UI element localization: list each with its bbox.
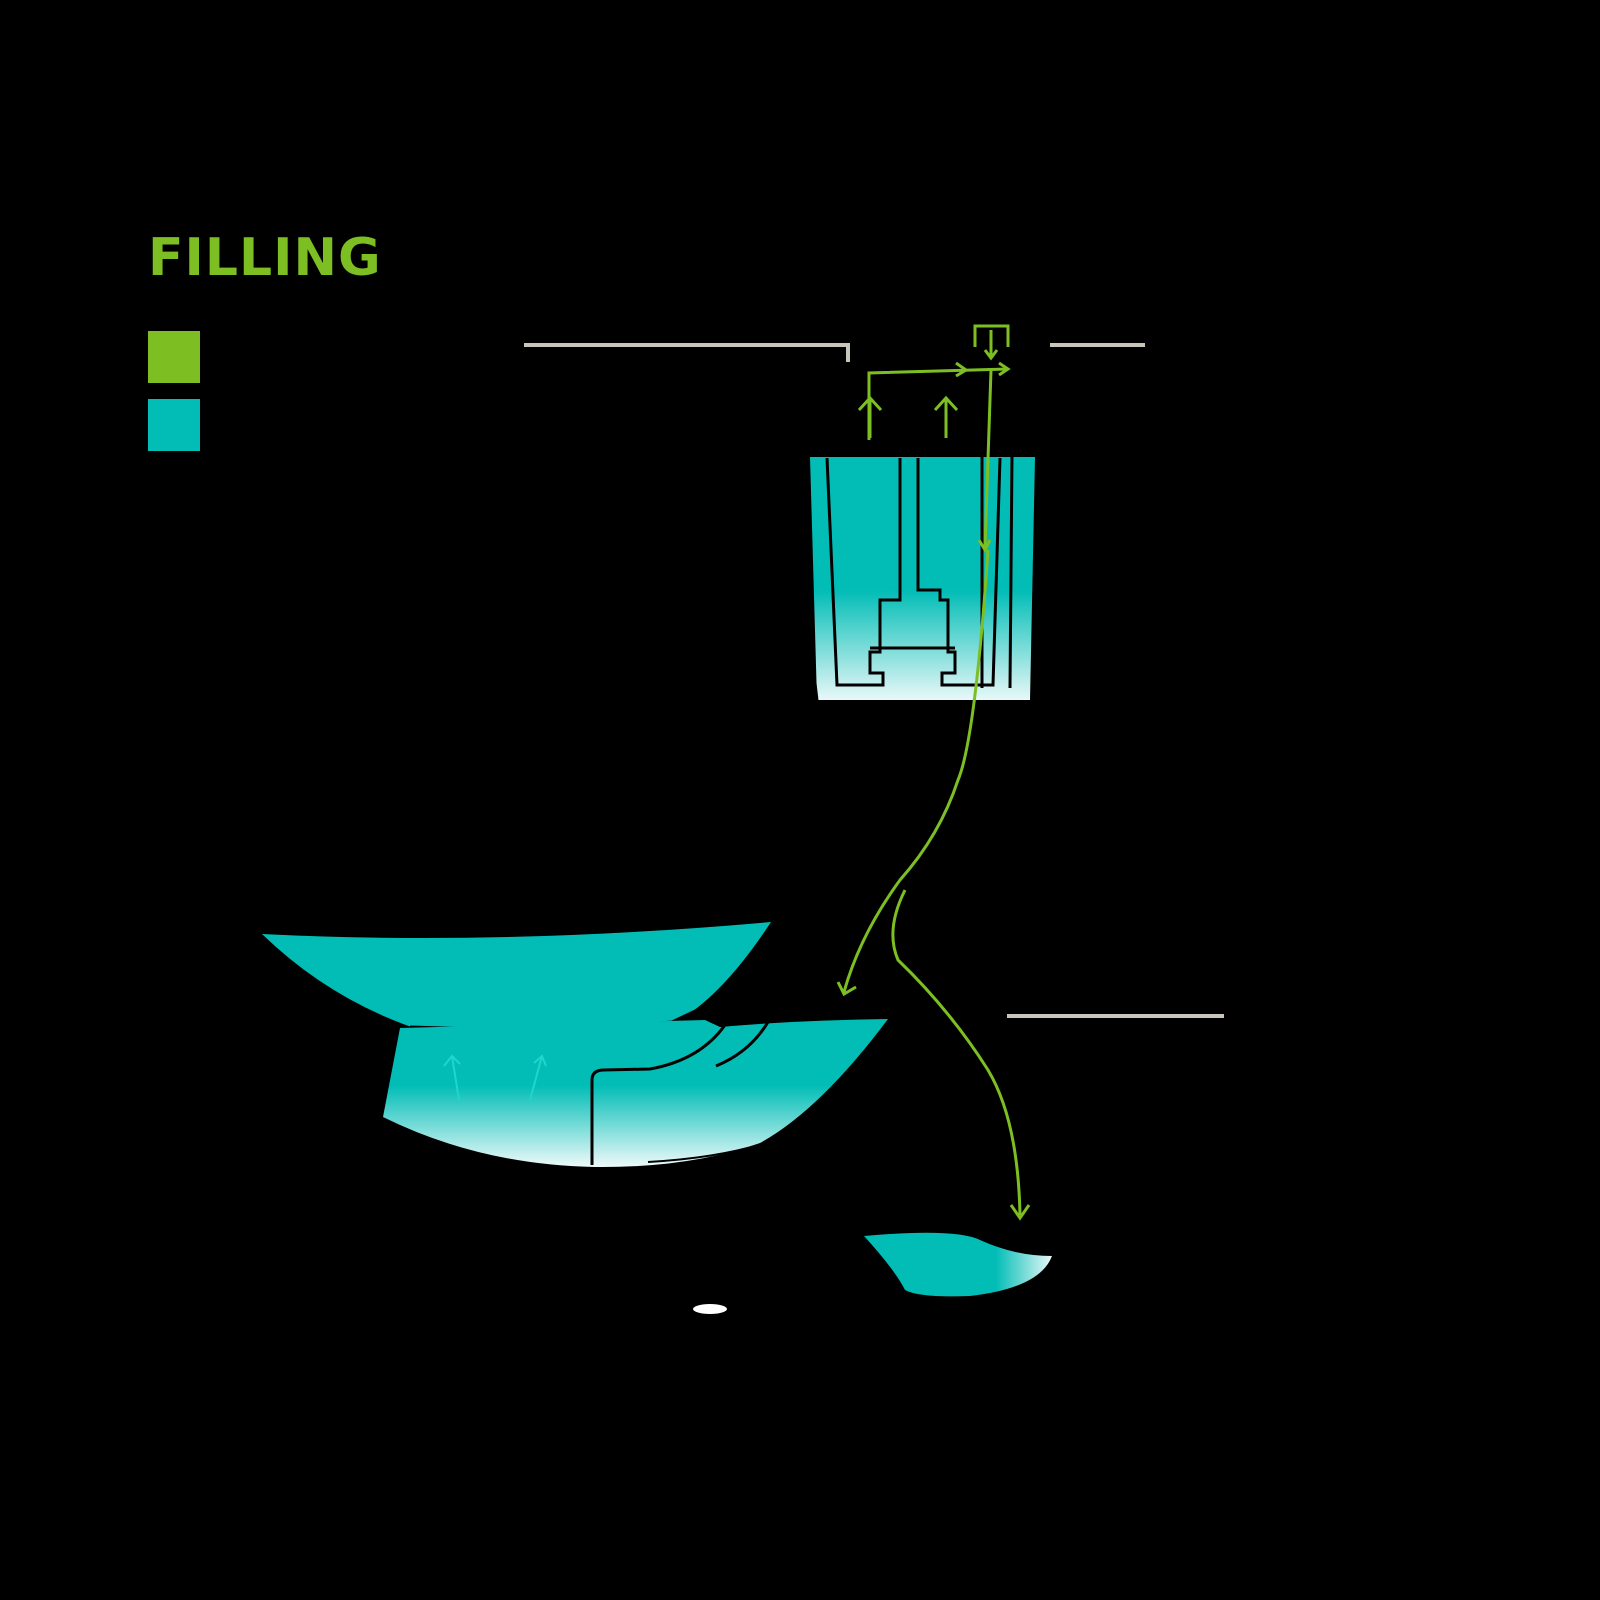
trapway-channel xyxy=(590,1024,727,1165)
bowl-bottom-edge xyxy=(647,1141,769,1163)
refill-tube-down xyxy=(983,369,993,549)
up-arrow-right xyxy=(933,395,959,438)
overflow-pipe xyxy=(825,457,1002,687)
diagram-title: FILLING xyxy=(148,228,382,288)
drain-hole xyxy=(693,1304,727,1314)
toilet-bowl xyxy=(262,922,888,1168)
flow-arrows xyxy=(836,324,1031,1221)
tank-outline xyxy=(809,649,819,701)
bowl-inner-curve xyxy=(715,1021,770,1068)
supply-arrowhead-mid xyxy=(955,361,969,378)
leader-lines xyxy=(524,343,1224,1018)
trap-water xyxy=(864,1232,1052,1297)
fill-valve-tube xyxy=(980,454,1014,689)
bowl-fill-arrowhead xyxy=(836,981,857,997)
refill-tube-down-arrow xyxy=(977,539,992,554)
bowl-body-water xyxy=(383,1019,888,1168)
rising-water-arrow-left xyxy=(443,1054,461,1101)
leader-line-tank xyxy=(524,343,850,362)
refill-cap xyxy=(973,324,1010,347)
trap-fill-arrowhead xyxy=(1009,1204,1031,1221)
up-arrow-left xyxy=(857,395,883,438)
refill-hose xyxy=(842,549,990,993)
rising-water-arrow-right xyxy=(529,1054,547,1101)
trap-fill-line xyxy=(891,889,1022,1216)
supply-arrowhead-end xyxy=(998,361,1011,377)
legend-swatch-water xyxy=(148,399,200,451)
tank-water xyxy=(810,457,1035,700)
legend-swatch-flow xyxy=(148,331,200,383)
refill-down-arrow xyxy=(983,330,999,361)
bowl-rim-water xyxy=(262,922,771,1032)
cistern-tank xyxy=(809,454,1035,701)
